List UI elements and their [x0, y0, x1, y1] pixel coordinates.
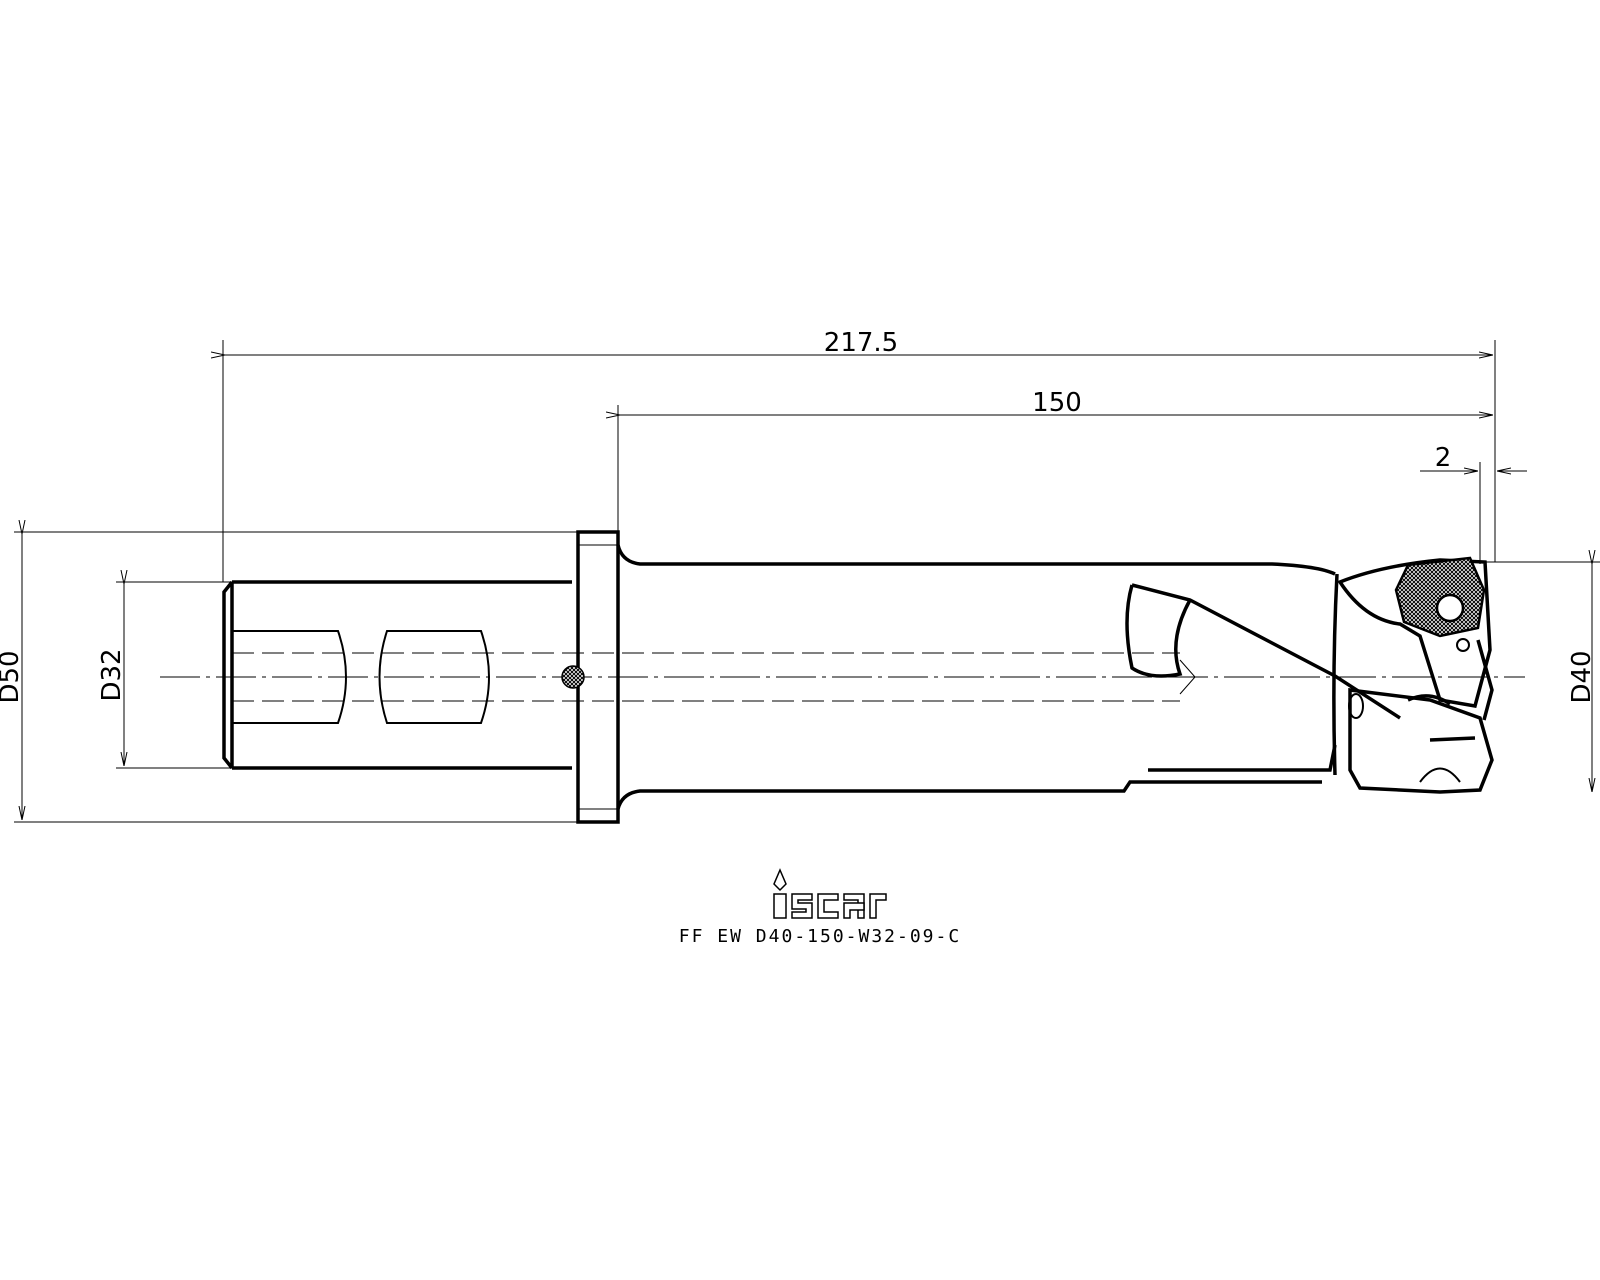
dim-drill-diameter: D40 — [1478, 562, 1600, 792]
dim-body-length: 150 — [618, 388, 1493, 535]
cutting-head — [1337, 556, 1494, 794]
insert-top — [1394, 556, 1486, 638]
insert-top-screw — [1435, 593, 1465, 623]
insert-bottom-screw — [1348, 693, 1364, 719]
shank-flat-1 — [232, 630, 347, 724]
iscar-logo-icon — [773, 868, 887, 919]
dim-flange-diameter-label: D50 — [0, 650, 25, 703]
drill-body — [232, 544, 1401, 810]
shank — [222, 580, 572, 770]
tool-designation: FF EW D40-150-W32-09-C — [678, 926, 962, 947]
coolant-plug — [561, 665, 585, 689]
dim-shank-diameter: D32 — [97, 582, 234, 769]
shank-flat-2 — [378, 630, 490, 724]
dim-overall-length: 217.5 — [223, 328, 1496, 582]
dim-body-length-label: 150 — [1032, 388, 1082, 418]
dim-offset: 2 — [1420, 443, 1527, 564]
dim-flange-diameter: D50 — [0, 532, 578, 823]
dim-drill-diameter-label: D40 — [1567, 650, 1597, 703]
dim-shank-diameter-label: D32 — [97, 648, 127, 701]
flange — [561, 530, 620, 824]
dim-offset-label: 2 — [1435, 443, 1452, 473]
dim-overall-length-label: 217.5 — [824, 328, 898, 358]
